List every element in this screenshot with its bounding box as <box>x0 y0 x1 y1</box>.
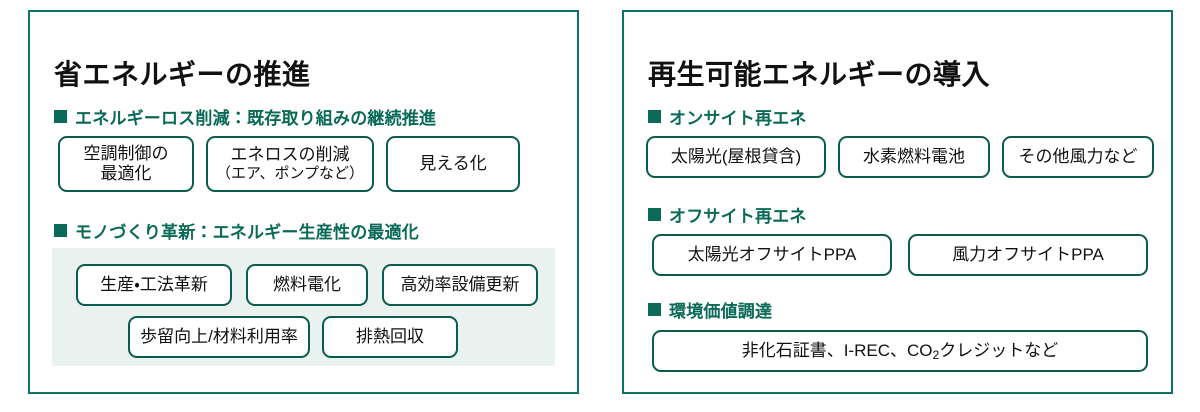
right-section-2-heading-label: オフサイト再エネ <box>669 207 807 226</box>
pill-hvac-control-optimization[interactable]: 空調制御の 最適化 <box>58 136 194 192</box>
pill-visualization[interactable]: 見える化 <box>386 136 520 192</box>
pill-waste-heat-recovery[interactable]: 排熱回収 <box>322 316 458 358</box>
pill-line-1: エネロスの削減 <box>230 145 350 165</box>
right-section-3-heading: 環境価値調達 <box>648 297 772 322</box>
pill-line-1: 生産・工法革新 <box>100 274 208 294</box>
pill-line-1: 見える化 <box>419 153 487 173</box>
right-section-1-heading: オンサイト再エネ <box>648 104 807 129</box>
square-bullet-icon <box>54 224 67 237</box>
pill-line-2: （エア、ポンプなど） <box>215 165 365 183</box>
square-bullet-icon <box>648 110 661 123</box>
right-section-3-heading-label: 環境価値調達 <box>669 302 773 321</box>
panel-energy-saving: 省エネルギーの推進 エネルギーロス削減：既存取り組みの継続推進 空調制御の 最適… <box>28 10 579 394</box>
pill-line-1: 太陽光(屋根貸含) <box>670 146 802 166</box>
right-section-2-heading: オフサイト再エネ <box>648 202 807 227</box>
pill-line-1: 高効率設備更新 <box>400 274 520 294</box>
pill-yield-improvement-material-utilization[interactable]: 歩留向上/材料利用率 <box>128 316 310 358</box>
pill-solar-offsite-ppa[interactable]: 太陽光オフサイトPPA <box>652 234 892 276</box>
pill-wind-offsite-ppa[interactable]: 風力オフサイトPPA <box>908 234 1148 276</box>
pill-high-efficiency-equipment-renewal[interactable]: 高効率設備更新 <box>382 264 538 306</box>
left-section-1-heading-label: エネルギーロス削減：既存取り組みの継続推進 <box>75 109 437 128</box>
pill-line-1: 燃料電化 <box>273 274 341 294</box>
left-section-1-heading: エネルギーロス削減：既存取り組みの継続推進 <box>54 104 436 129</box>
pill-text-pre: 非化石証書、I-REC、CO <box>741 340 933 360</box>
pill-line-1: その他風力など <box>1018 146 1138 166</box>
pill-text-post: クレジットなど <box>939 340 1059 360</box>
square-bullet-icon <box>54 110 67 123</box>
pill-solar-rooftop-lease[interactable]: 太陽光(屋根貸含) <box>646 136 826 178</box>
pill-text-subscript: 2 <box>932 347 940 362</box>
pill-other-wind-power[interactable]: その他風力など <box>1002 136 1154 178</box>
pill-line-1: 歩留向上/材料利用率 <box>140 326 298 346</box>
pill-line-1: 風力オフサイトPPA <box>952 244 1104 264</box>
pill-hydrogen-fuel-cell[interactable]: 水素燃料電池 <box>838 136 990 178</box>
right-panel-title: 再生可能エネルギーの導入 <box>648 58 991 90</box>
right-section-1-heading-label: オンサイト再エネ <box>669 109 807 128</box>
panel-renewable-energy: 再生可能エネルギーの導入 オンサイト再エネ 太陽光(屋根貸含) 水素燃料電池 そ… <box>622 10 1173 394</box>
pill-production-process-innovation[interactable]: 生産・工法革新 <box>76 264 232 306</box>
left-section-2-heading-label: モノづくり革新：エネルギー生産性の最適化 <box>75 223 419 242</box>
square-bullet-icon <box>648 208 661 221</box>
square-bullet-icon <box>648 303 661 316</box>
pill-line-1: 排熱回収 <box>356 326 424 346</box>
pill-line-2: 最適化 <box>100 164 152 183</box>
left-section-2-heading: モノづくり革新：エネルギー生産性の最適化 <box>54 218 419 243</box>
pill-line-1: 非化石証書、I-REC、CO2クレジットなど <box>741 340 1059 362</box>
pill-fuel-electrification[interactable]: 燃料電化 <box>246 264 368 306</box>
left-panel-title: 省エネルギーの推進 <box>54 58 311 90</box>
pill-line-1: 水素燃料電池 <box>863 146 965 166</box>
pill-energy-loss-reduction[interactable]: エネロスの削減 （エア、ポンプなど） <box>206 136 374 192</box>
pill-environmental-value-procurement[interactable]: 非化石証書、I-REC、CO2クレジットなど <box>652 330 1148 372</box>
pill-line-1: 太陽光オフサイトPPA <box>687 244 857 264</box>
pill-line-1: 空調制御の <box>83 143 169 163</box>
